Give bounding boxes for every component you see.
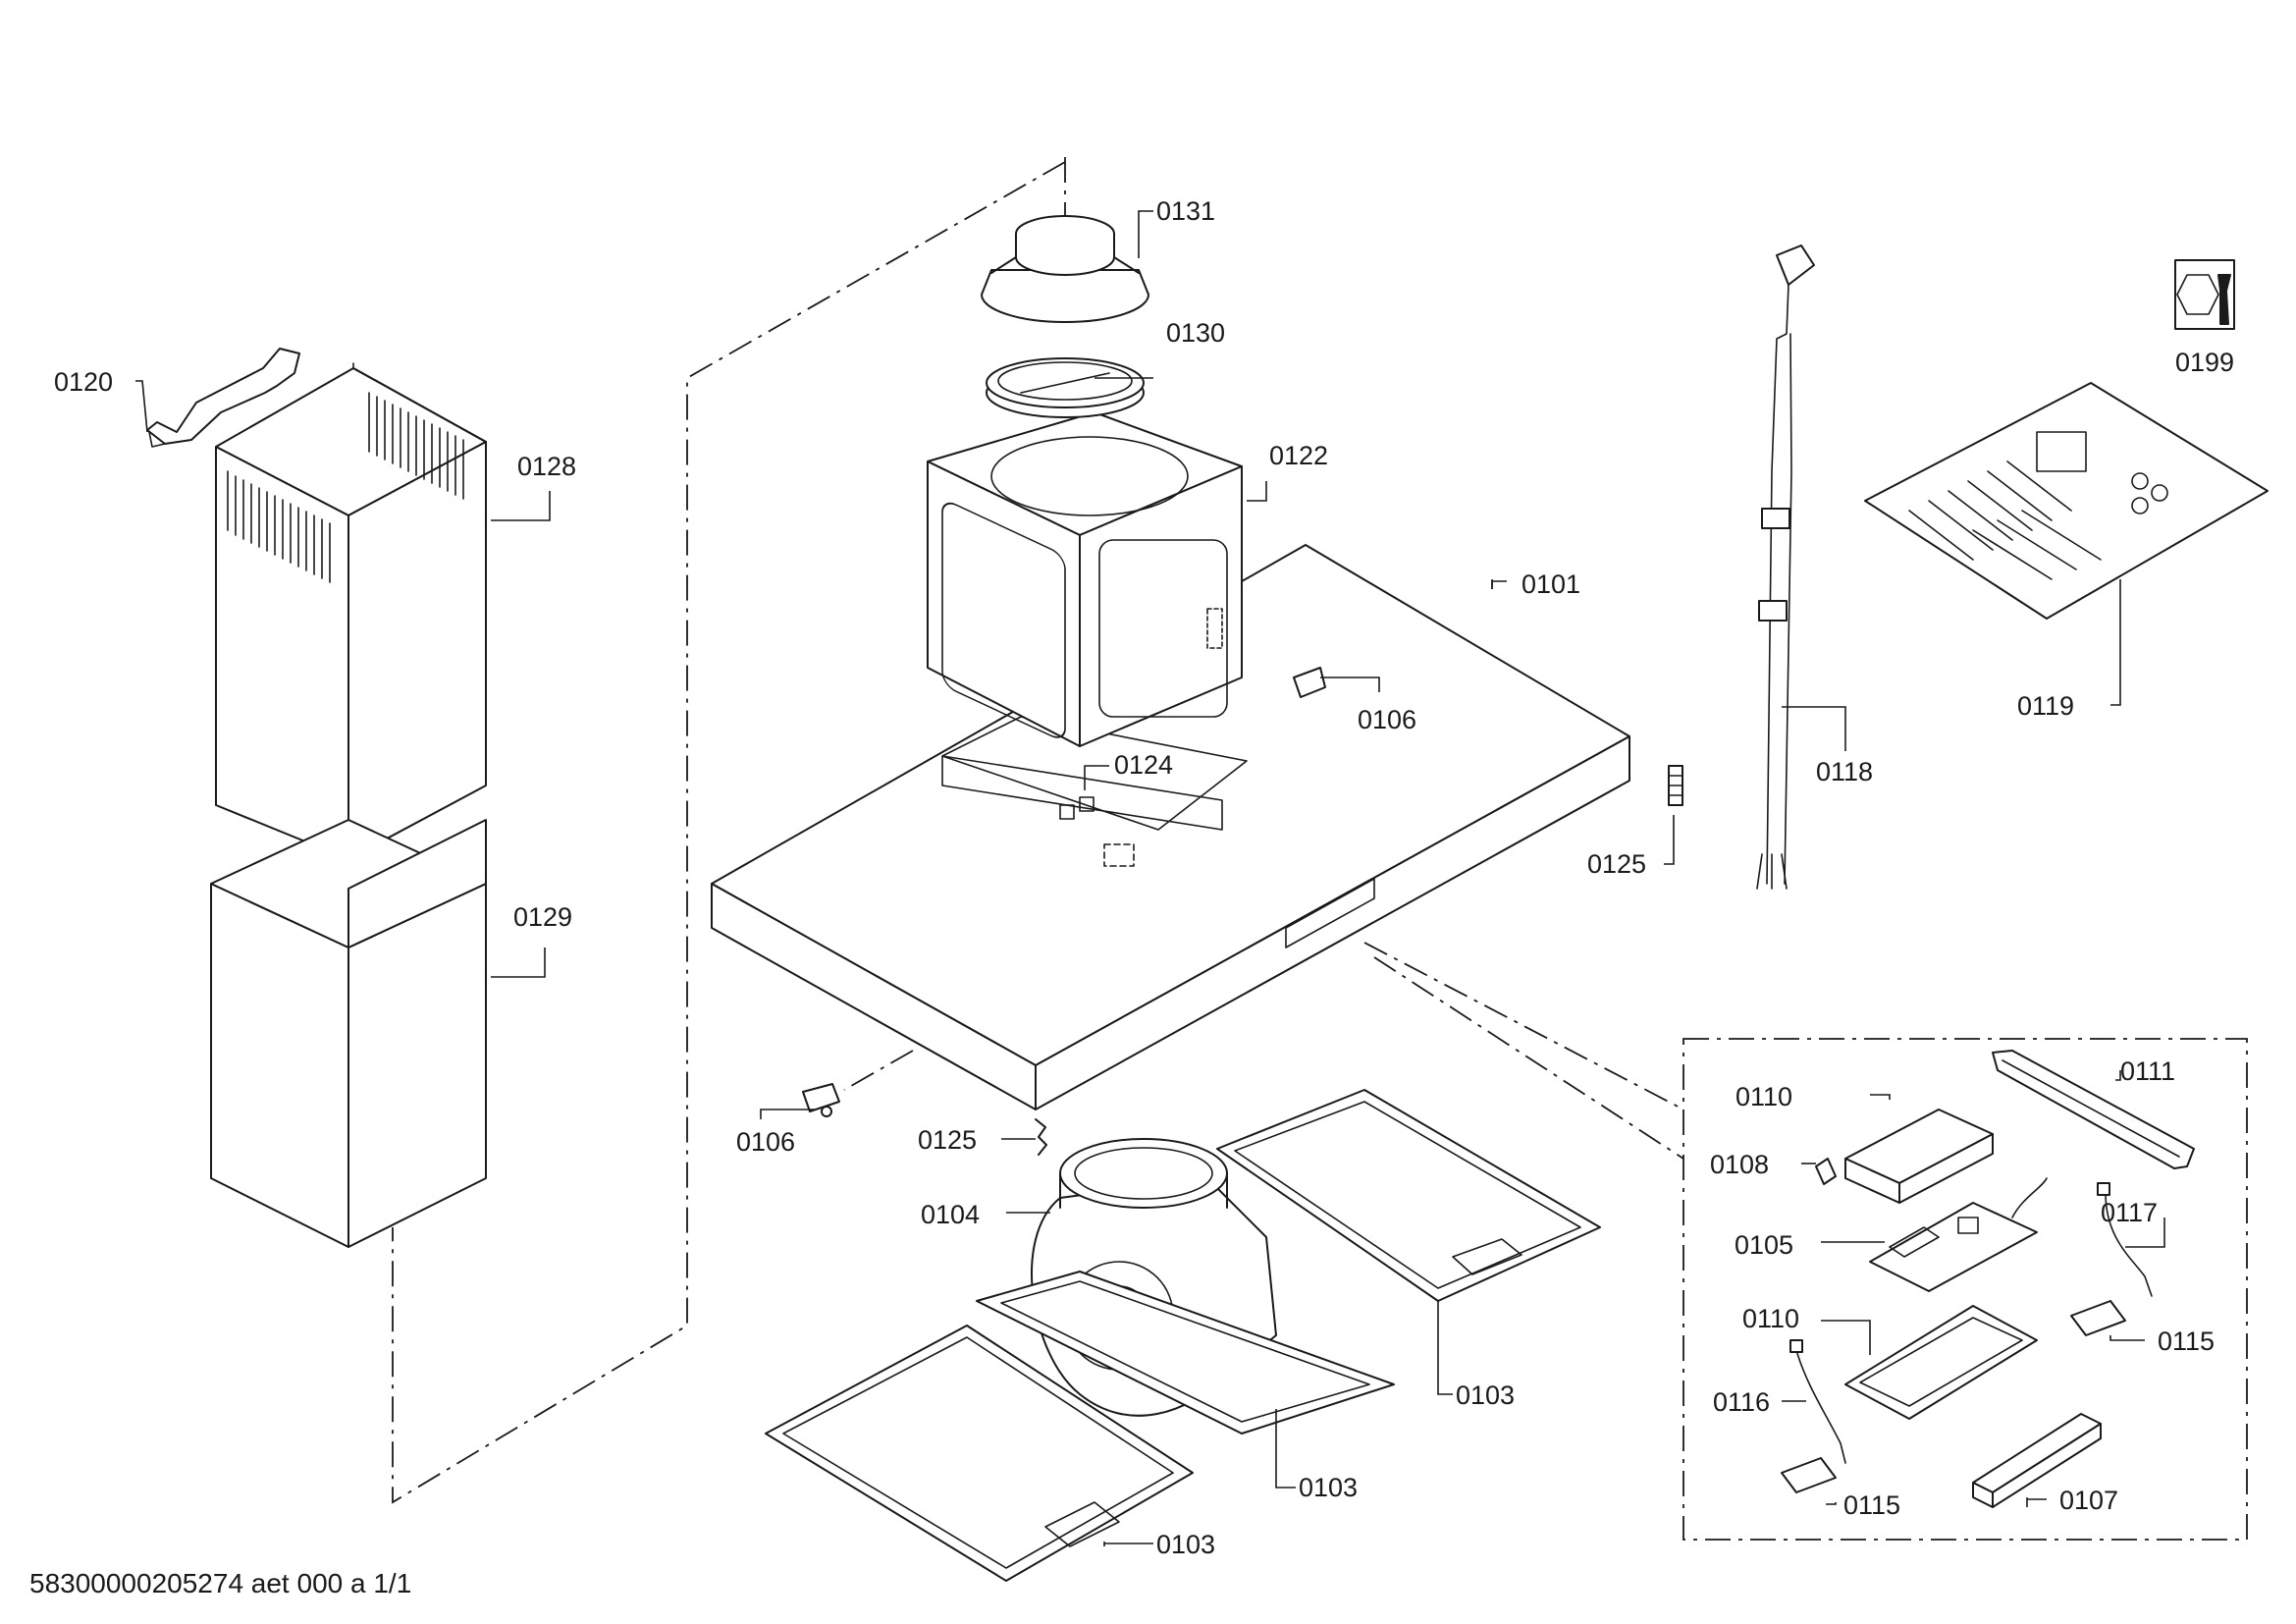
clip-0125-right — [1668, 765, 1683, 806]
clip-0106-upper — [1293, 667, 1326, 698]
chimney-upper-0128 — [215, 362, 487, 860]
leader-lines — [135, 210, 2165, 1546]
label-0105: 0105 — [1735, 1230, 1793, 1260]
part-labels: 0131 0130 0122 0101 0106 0124 0125 0125 … — [54, 196, 2234, 1559]
label-0110-upper: 0110 — [1735, 1082, 1792, 1111]
detail-box-outline — [1682, 1038, 2248, 1541]
wrench-nut-icon-0199 — [2174, 259, 2235, 330]
grease-filter-0103-middle — [976, 1271, 1395, 1435]
label-0117: 0117 — [2101, 1198, 2158, 1227]
label-0120: 0120 — [54, 367, 113, 397]
mounting-plate — [941, 716, 1248, 867]
hood-canopy-0101 — [711, 544, 1630, 1110]
label-0106-upper: 0106 — [1358, 705, 1416, 734]
label-0130: 0130 — [1166, 318, 1225, 348]
vent-slots-left — [227, 470, 331, 583]
label-0103-right: 0103 — [1456, 1380, 1515, 1410]
label-0107: 0107 — [2059, 1486, 2118, 1515]
label-0108: 0108 — [1710, 1150, 1769, 1179]
module-base-0110 — [1844, 1305, 2038, 1420]
duct-collar-0131 — [981, 215, 1149, 323]
label-0101: 0101 — [1522, 569, 1580, 599]
label-0115-left: 0115 — [1843, 1490, 1900, 1520]
document-reference: 58300000205274 aet 000 a 1/1 — [29, 1568, 411, 1598]
fastener-bag-0119 — [1864, 382, 2269, 620]
lamp-cover-0107 — [1972, 1413, 2102, 1508]
fan-housing-box-0122 — [927, 411, 1243, 747]
label-0104: 0104 — [921, 1200, 980, 1229]
power-cable-0118 — [1756, 244, 1815, 890]
label-0124: 0124 — [1114, 750, 1173, 780]
lamp-0115-left — [1781, 1457, 1837, 1493]
label-0125-lower: 0125 — [918, 1125, 977, 1155]
clip-0108 — [1815, 1158, 1837, 1185]
wire-harness-0116 — [1789, 1339, 1846, 1464]
label-0115-right: 0115 — [2158, 1326, 2215, 1356]
label-0103-left: 0103 — [1156, 1530, 1215, 1559]
label-0110-lower: 0110 — [1742, 1304, 1799, 1333]
flange-ring-0130 — [986, 357, 1145, 418]
label-0116: 0116 — [1713, 1387, 1770, 1417]
label-0103-middle: 0103 — [1299, 1473, 1358, 1502]
control-panel-strip — [1285, 878, 1375, 948]
chimney-lower-0129 — [210, 819, 487, 1248]
label-0131: 0131 — [1156, 196, 1215, 226]
label-0111: 0111 — [2120, 1056, 2175, 1086]
grease-filter-0103-left — [765, 1325, 1194, 1582]
clip-0106-lower — [802, 1083, 840, 1117]
grease-filter-0103-right — [1216, 1089, 1601, 1302]
label-0118: 0118 — [1816, 757, 1873, 786]
label-0106-lower: 0106 — [736, 1127, 795, 1157]
label-0199: 0199 — [2175, 348, 2234, 377]
label-0119: 0119 — [2017, 691, 2074, 721]
label-0125-right: 0125 — [1587, 849, 1646, 879]
vent-slots-right — [368, 392, 464, 500]
ribbon-cable-0111 — [1992, 1050, 2195, 1169]
control-module-cover-0110 — [1844, 1109, 1994, 1204]
wire-harness-0117 — [2097, 1182, 2153, 1297]
label-0128: 0128 — [517, 452, 576, 481]
label-0122: 0122 — [1269, 441, 1328, 470]
lamp-0115-right — [2070, 1300, 2126, 1336]
clip-0125-lower — [1035, 1118, 1047, 1156]
label-0129: 0129 — [513, 902, 572, 932]
electronic-board-0105 — [1869, 1177, 2048, 1292]
bracket-0120 — [146, 348, 300, 448]
